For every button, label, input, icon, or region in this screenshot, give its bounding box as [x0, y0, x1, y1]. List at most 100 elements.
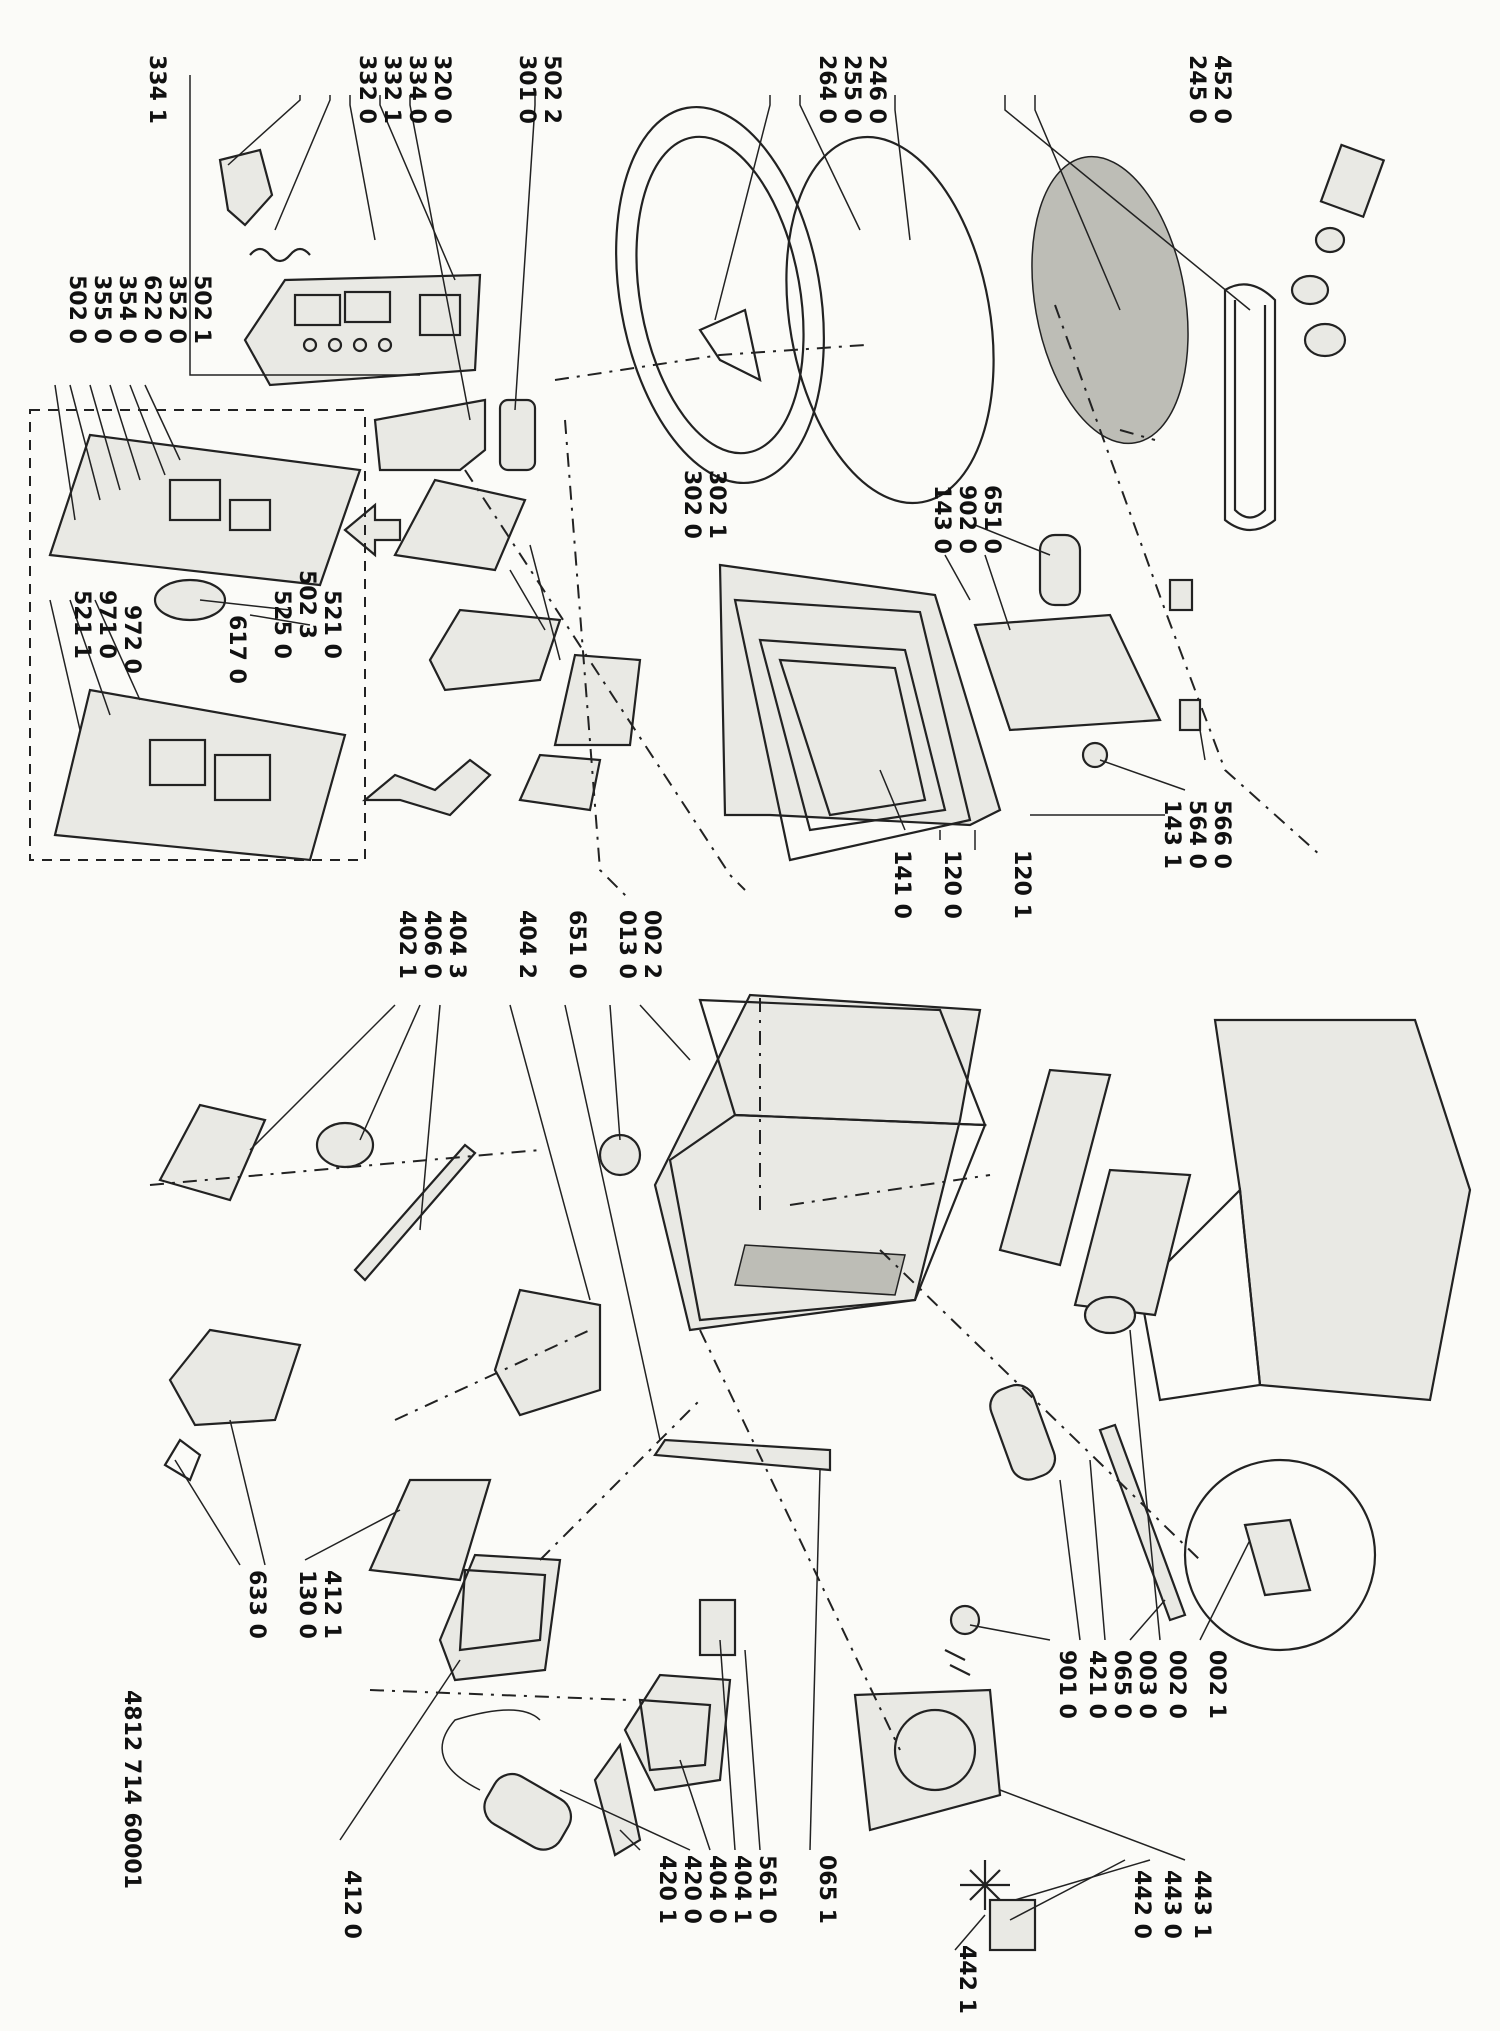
callout-902-0: 902 0	[954, 485, 979, 554]
wire-harness	[361, 758, 492, 817]
switch-assembly	[168, 1328, 302, 1427]
detail-clip	[1243, 1518, 1312, 1597]
callout-301-0: 301 0	[514, 55, 539, 124]
callout-566-0: 566 0	[1209, 800, 1234, 869]
assembly-arrow	[343, 502, 402, 558]
callout-labels: 334 1 332 0 332 1 334 0 320 0 301 0 502 …	[64, 55, 1234, 2014]
callout-120-0: 120 0	[939, 850, 964, 919]
choke-bar	[353, 1143, 477, 1282]
callout-404-3: 404 3	[444, 910, 469, 979]
callout-421-0: 421 0	[1084, 1650, 1109, 1719]
fan-blade	[960, 1860, 1010, 1910]
callout-302-1: 302 1	[704, 470, 729, 539]
lever-part	[498, 398, 537, 472]
assembly-line	[369, 1689, 631, 1701]
power-board	[53, 688, 347, 862]
callout-622-0: 622 0	[139, 275, 164, 344]
detail-callout-circle	[1183, 1458, 1377, 1652]
callout-255-0: 255 0	[839, 55, 864, 124]
fascia-button	[327, 337, 343, 353]
relay-2	[213, 753, 272, 802]
door-glass	[758, 638, 947, 832]
switch-spring	[163, 1438, 202, 1482]
cabinet-side	[1138, 1187, 1262, 1402]
callout-502-0: 502 0	[64, 275, 89, 344]
callout-525-0: 525 0	[269, 590, 294, 659]
callout-651-0-top: 651 0	[979, 485, 1004, 554]
coupler	[598, 1133, 642, 1177]
door-pin	[1178, 698, 1202, 732]
callout-130-0: 130 0	[294, 1570, 319, 1639]
callout-564-0: 564 0	[1184, 800, 1209, 869]
callout-334-1: 334 1	[144, 55, 169, 124]
turntable-plate	[615, 105, 825, 485]
pcb-chip-2	[228, 498, 272, 532]
outer-cabinet	[1213, 1018, 1472, 1402]
callout-354-0: 354 0	[114, 275, 139, 344]
callout-971-0: 971 0	[94, 590, 119, 659]
door-frame	[718, 563, 1002, 827]
door-outer	[733, 598, 972, 862]
callout-651-0: 651 0	[564, 910, 589, 979]
foot	[1083, 1295, 1137, 1335]
callout-521-0: 521 0	[319, 590, 344, 659]
fascia-button-block	[418, 293, 462, 337]
grill-heater-inner	[1233, 300, 1267, 519]
callout-002-2: 002 2	[639, 910, 664, 979]
main-pcb	[48, 433, 362, 587]
magnetron-face	[638, 1698, 712, 1772]
heater-fitting	[1290, 274, 1330, 306]
callout-443-1: 443 1	[1189, 1870, 1214, 1939]
fan-opening	[893, 1708, 977, 1792]
fuse-holder	[1168, 578, 1194, 612]
pcb-chip	[168, 478, 222, 522]
leader-lines	[49, 75, 1251, 1951]
assembly-line	[1054, 304, 1321, 856]
base-panel	[1073, 1168, 1192, 1317]
callout-442-1: 442 1	[954, 1945, 979, 2014]
callout-002-0: 002 0	[1164, 1650, 1189, 1719]
document-number: 4812 714 60001	[119, 1690, 144, 1889]
pcb-assembly-boundary	[29, 409, 366, 861]
turntable-plate-inner	[635, 135, 805, 455]
small-board	[518, 753, 602, 812]
assembly-line	[554, 344, 866, 381]
fascia-button	[377, 337, 393, 353]
callout-452-0: 452 0	[1209, 55, 1234, 124]
waveguide	[493, 1288, 602, 1417]
callout-502-3: 502 3	[294, 570, 319, 639]
display-window	[293, 293, 342, 327]
callout-355-0: 355 0	[89, 275, 114, 344]
display-window-2	[343, 290, 392, 324]
heater-fitting-3	[1314, 226, 1346, 254]
callout-412-0: 412 0	[339, 1870, 364, 1939]
relay	[148, 738, 207, 787]
callout-065-1: 065 1	[814, 1855, 839, 1924]
callout-402-1: 402 1	[394, 910, 419, 979]
assembly-line	[699, 1329, 901, 1751]
hv-capacitor	[989, 1383, 1057, 1481]
callout-404-1: 404 1	[729, 1855, 754, 1924]
heater-fitting-2	[1303, 322, 1347, 358]
control-panel-group	[29, 148, 642, 862]
callout-002-1: 002 1	[1204, 1650, 1229, 1719]
fuse-901	[949, 1604, 981, 1636]
callout-120-1: 120 1	[1009, 850, 1034, 919]
control-panel-fascia	[243, 273, 482, 387]
callout-013-0: 013 0	[614, 910, 639, 979]
capacitor-420	[483, 1772, 573, 1851]
roller-support	[698, 308, 762, 383]
callout-334-0: 334 0	[404, 55, 429, 124]
turntable-ring	[785, 135, 995, 505]
callout-302-0: 302 0	[679, 470, 704, 539]
grill-heater	[1223, 283, 1277, 532]
callout-143-1: 143 1	[1159, 800, 1184, 869]
turntable-group	[615, 105, 1386, 532]
grill-rack	[1031, 155, 1189, 445]
callout-443-0: 443 0	[1159, 1870, 1184, 1939]
heater-bracket	[1319, 143, 1386, 219]
assembly-line	[789, 1174, 991, 1206]
callout-502-1: 502 1	[189, 275, 214, 344]
spring	[249, 247, 311, 263]
